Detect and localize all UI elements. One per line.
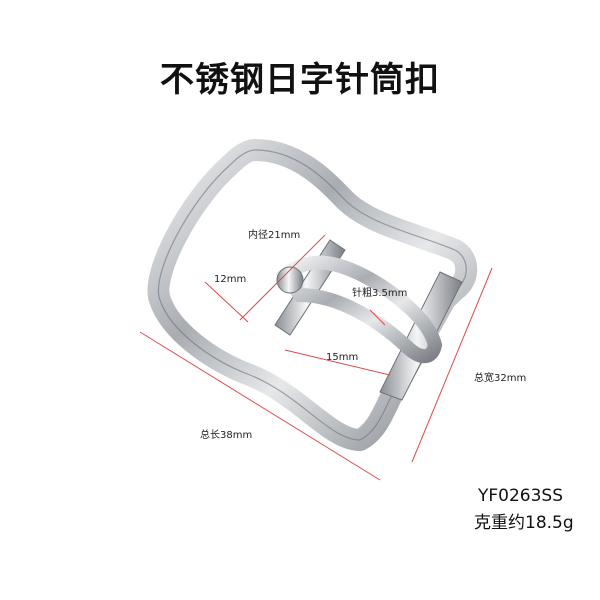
product-weight: 克重约18.5g [474, 513, 574, 533]
dim-left-width: 12mm [214, 274, 247, 285]
buckle-pin [275, 255, 443, 364]
dim-pin-thickness: 针粗3.5mm [352, 288, 408, 299]
dimension-lines [139, 234, 493, 481]
dim-pin-line [369, 309, 386, 326]
dim-total-length-line [139, 331, 381, 481]
dim-total-width: 总宽32mm [474, 373, 527, 384]
dim-inner-span: 15mm [326, 352, 359, 363]
product-code: YF0263SS [478, 486, 564, 506]
roller-sleeve [379, 271, 463, 401]
buckle-frame [147, 139, 478, 451]
dim-inner-diameter: 内径21mm [248, 230, 301, 241]
dim-inner-diameter-line [239, 234, 326, 321]
product-title: 不锈钢日字针筒扣 [160, 60, 440, 100]
dim-inner-span-line [284, 349, 391, 376]
dim-left-width-line [204, 281, 249, 323]
dim-total-width-line [411, 267, 493, 463]
dim-total-length: 总长38mm [200, 430, 253, 441]
